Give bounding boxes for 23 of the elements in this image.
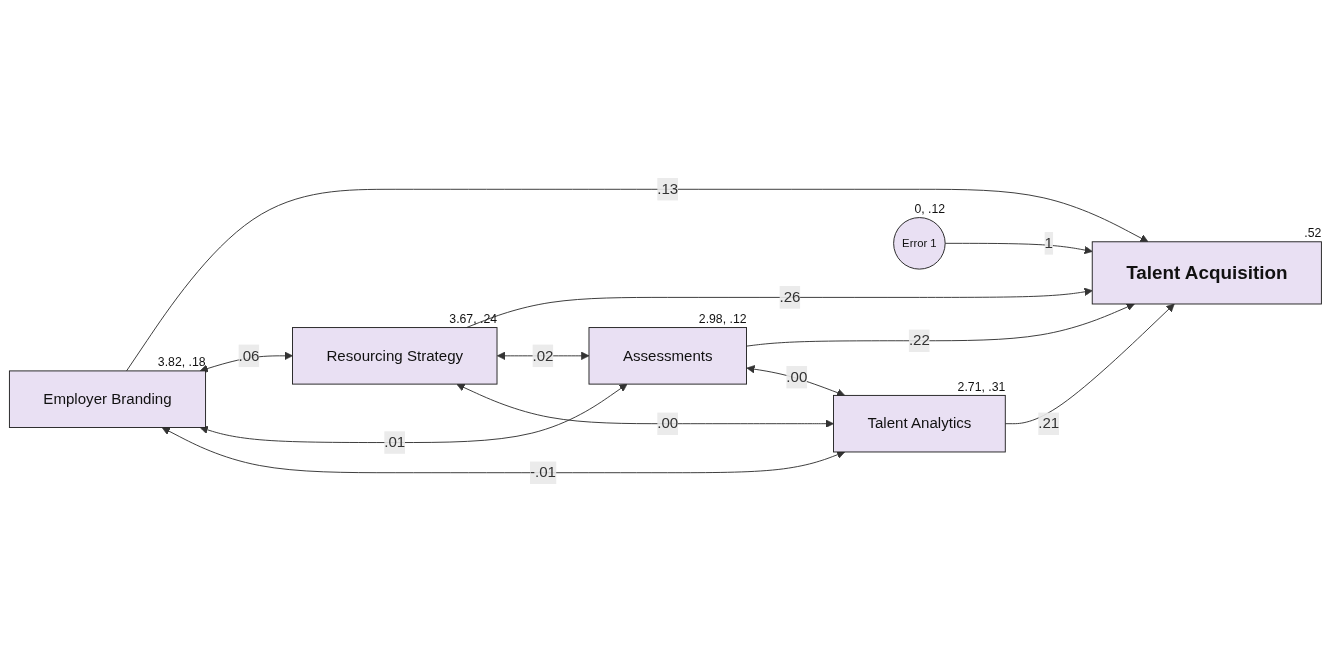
node-circle: Error 1 bbox=[893, 217, 946, 270]
edge-label: .13 bbox=[657, 180, 679, 197]
edge-label: .00 bbox=[786, 368, 808, 385]
node-box: Talent Acquisition bbox=[1091, 241, 1322, 305]
edge-label: .00 bbox=[657, 415, 679, 432]
edge-label: .01 bbox=[384, 434, 406, 451]
edge-label: .02 bbox=[532, 347, 554, 364]
edge-label: .21 bbox=[1038, 415, 1060, 432]
estimate-label: 2.98, .12 bbox=[698, 311, 747, 326]
node-box: Assessments bbox=[588, 327, 747, 385]
estimate-label: 0, .12 bbox=[914, 201, 946, 216]
edge-label: 1 bbox=[1044, 234, 1053, 251]
edge-label: .22 bbox=[908, 332, 930, 349]
node-box: Resourcing Strategy bbox=[292, 327, 498, 385]
estimate-label: 3.67, .24 bbox=[449, 311, 497, 326]
node-box: Employer Branding bbox=[8, 370, 206, 428]
estimate-label: .52 bbox=[1304, 226, 1322, 241]
edge-label: .06 bbox=[238, 347, 260, 364]
node-box: Talent Analytics bbox=[833, 394, 1006, 453]
edge-label: -.01 bbox=[530, 464, 556, 481]
estimate-label: 3.82, .18 bbox=[157, 355, 206, 370]
estimate-label: 2.71, .31 bbox=[957, 379, 1006, 394]
edge-label: .26 bbox=[779, 288, 801, 305]
